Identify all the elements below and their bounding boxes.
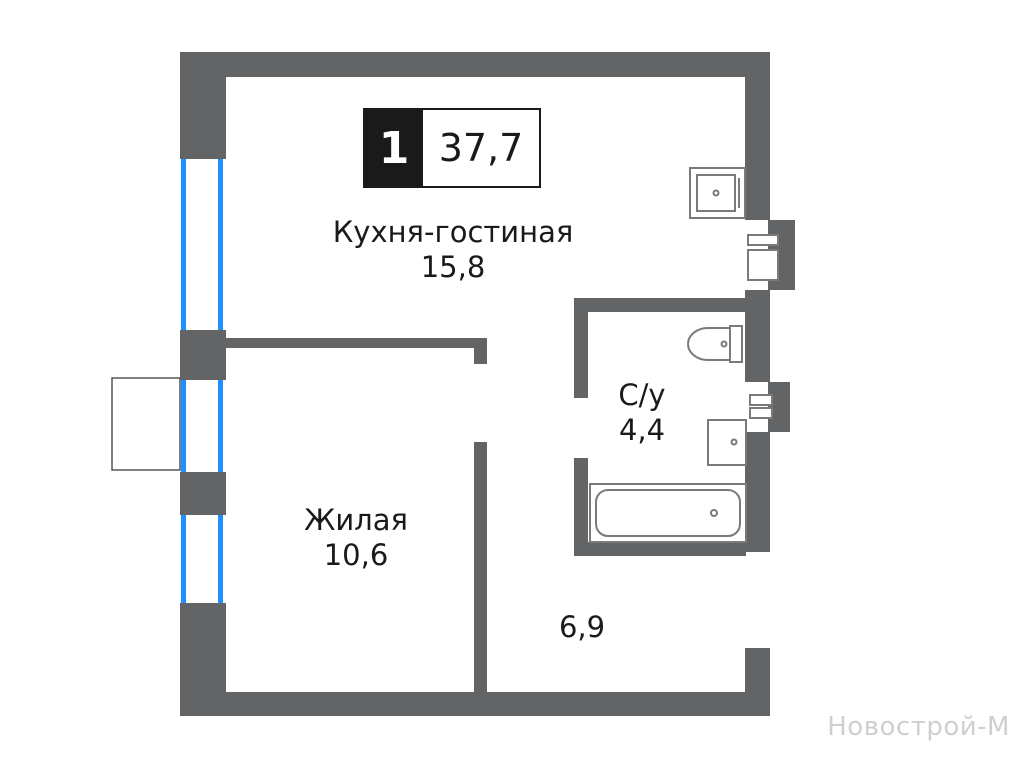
apartment-badge: 1 37,7 xyxy=(363,108,541,188)
total-area: 37,7 xyxy=(438,126,524,170)
bedroom-area: 10,6 xyxy=(323,538,389,573)
kitchen-living-area: 15,8 xyxy=(420,250,486,285)
balcony xyxy=(111,377,181,471)
watermark: Новострой-М xyxy=(827,712,1010,742)
kitchen-living-label: Кухня-гостиная 15,8 xyxy=(330,215,576,286)
kitchen-sink-icon xyxy=(689,167,746,219)
walls xyxy=(180,52,795,716)
hall-area: 6,9 xyxy=(558,610,606,644)
vent-shaft-icon xyxy=(747,234,779,419)
bedroom-label: Жилая 10,6 xyxy=(295,503,417,574)
kitchen-living-name: Кухня-гостиная xyxy=(332,215,574,249)
bedroom-name: Жилая xyxy=(304,503,408,537)
windows xyxy=(180,159,224,603)
bathroom-area: 4,4 xyxy=(618,413,666,448)
toilet-icon xyxy=(687,325,743,363)
room-count: 1 xyxy=(365,110,423,186)
bathroom-sink-icon xyxy=(707,419,747,466)
bathtub-icon xyxy=(589,483,747,543)
bathroom-name: С/у xyxy=(618,378,666,412)
bathroom-label: С/у 4,4 xyxy=(605,378,679,449)
